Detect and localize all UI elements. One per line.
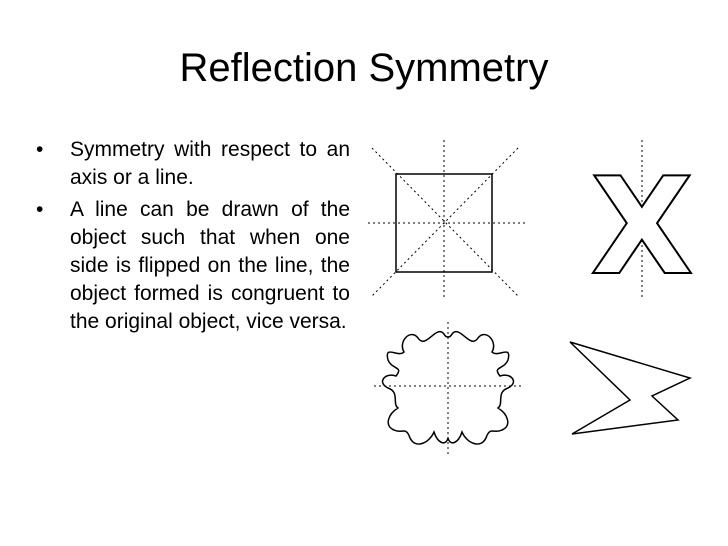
square-symmetry-figure [368,140,528,300]
bullet-icon: • [36,138,44,161]
zigzag-shape [569,341,693,435]
zigzag-figure [569,341,693,435]
letter-x-figure: X [589,140,695,306]
blob-symmetry-figure [374,322,522,456]
bullet-item: • Symmetry with respect to an axis or a … [36,136,350,192]
bullet-list: • Symmetry with respect to an axis or a … [36,136,350,340]
blob-shape [381,331,515,445]
bullet-text: A line can be drawn of the object such t… [70,198,350,333]
bullet-item: • A line can be drawn of the object such… [36,196,350,336]
bullet-text: Symmetry with respect to an axis or a li… [70,138,350,189]
letter-x-glyph: X [590,149,693,305]
bullet-icon: • [36,198,44,221]
slide-title: Reflection Symmetry [179,46,549,90]
